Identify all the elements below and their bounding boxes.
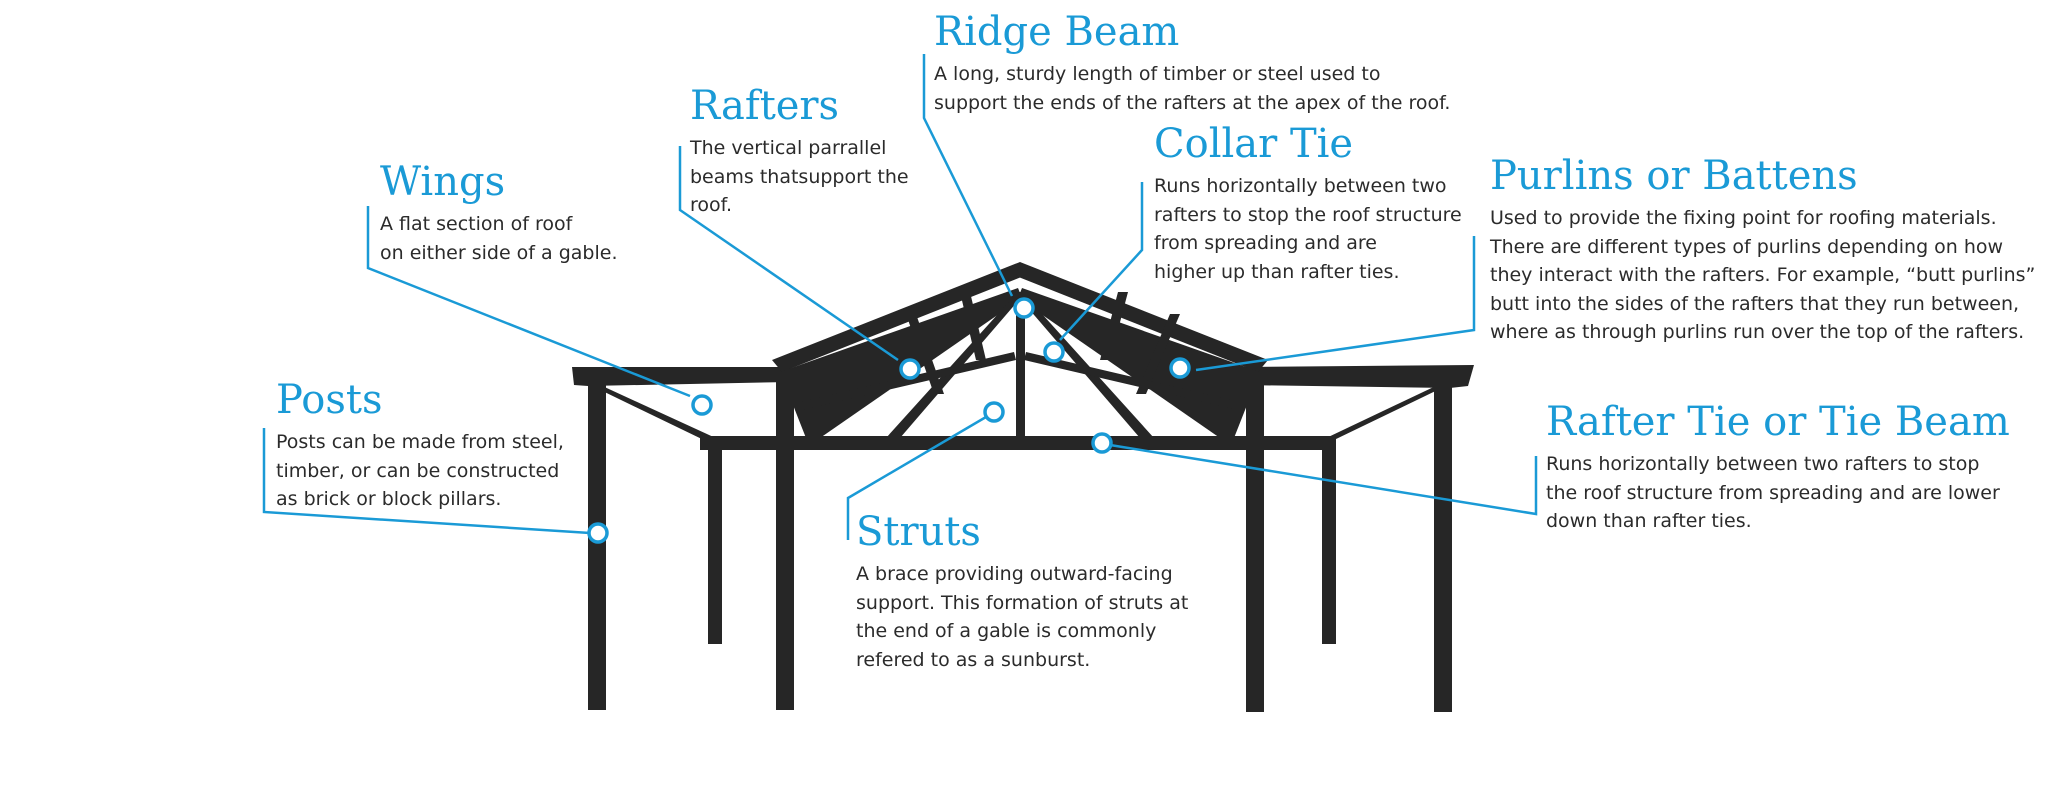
right-wing-roof — [1240, 365, 1474, 388]
posts-label: Posts Posts can be made from steel, timb… — [276, 378, 564, 514]
post-inner-left — [708, 442, 722, 644]
purlins-marker — [1169, 357, 1191, 379]
wings-label: Wings A flat section of roof on either s… — [380, 160, 617, 267]
ridge-beam-desc-line: A long, sturdy length of timber or steel… — [934, 63, 1381, 85]
struts-title: Struts — [856, 509, 981, 555]
struts-desc-line: support. This formation of struts at — [856, 591, 1189, 614]
batten-right — [1024, 352, 1240, 410]
purlins-desc-line: There are different types of purlins dep… — [1490, 235, 2004, 258]
purlins-desc-line: Used to provide the fixing point for roo… — [1490, 207, 1997, 229]
post-front-left — [776, 372, 794, 710]
collar-tie-desc-line: rafters to stop the roof structure — [1154, 203, 1462, 226]
purlin-right-1 — [1100, 292, 1128, 360]
ridge-beam-title: Ridge Beam — [934, 9, 1180, 55]
posts-desc: Posts can be made from steel, timber, or… — [276, 428, 564, 514]
ridge-beam-leader — [922, 54, 1014, 297]
left-wing-brace — [588, 384, 720, 442]
collar-tie-marker — [1043, 341, 1065, 363]
rafters-marker — [899, 358, 921, 380]
gable-roof-right — [1016, 262, 1268, 372]
wings-leader — [366, 206, 691, 398]
rafter-tie-leader — [1109, 443, 1538, 516]
posts-leader — [262, 428, 591, 535]
right-wing-brace — [1322, 384, 1450, 440]
posts-desc-line: as brick or block pillars. — [276, 488, 502, 510]
rafter-tie-desc-line: Runs horizontally between two rafters to… — [1546, 453, 1980, 475]
struts-leader — [846, 415, 987, 540]
rafters-desc-line: beams thatsupport the — [690, 165, 909, 188]
ridge-beam-label: Ridge Beam A long, sturdy length of timb… — [934, 10, 1450, 117]
wings-desc: A flat section of roof on either side of… — [380, 210, 617, 267]
collar-tie-desc-line: from spreading and are — [1154, 232, 1377, 254]
purlins-desc: Used to provide the fixing point for roo… — [1490, 204, 2035, 347]
struts-desc-line: A brace providing outward-facing — [856, 563, 1173, 585]
batten-left — [800, 352, 1016, 410]
collar-tie-leader — [1059, 182, 1144, 341]
posts-title: Posts — [276, 377, 383, 423]
gable-roof-left — [772, 262, 1024, 372]
rafters-title: Rafters — [690, 83, 840, 129]
struts-desc-line: refered to as a sunburst. — [856, 648, 1091, 671]
rafters-desc: The vertical parrallel beams thatsupport… — [690, 134, 909, 220]
wings-marker — [691, 394, 713, 416]
rafter-tie-marker — [1091, 432, 1113, 454]
rafter-tie-desc: Runs horizontally between two rafters to… — [1546, 450, 2010, 536]
king-post — [1016, 292, 1025, 440]
rafters-leader — [678, 146, 899, 362]
post-outer-right — [1434, 384, 1452, 712]
post-inner-right — [1322, 442, 1336, 644]
post-front-right — [1246, 372, 1264, 712]
collar-tie-desc-line: higher up than rafter ties. — [1154, 260, 1400, 283]
purlin-left-2 — [960, 292, 986, 360]
posts-desc-line: Posts can be made from steel, — [276, 431, 564, 453]
collar-tie-desc-line: Runs horizontally between two — [1154, 175, 1447, 197]
tie-beam — [700, 436, 1336, 450]
struts-label: Struts A brace providing outward-facing … — [856, 510, 1188, 674]
rafters-desc-line: The vertical parrallel — [690, 137, 887, 159]
struts-marker — [983, 401, 1005, 423]
purlins-desc-line: they interact with the rafters. For exam… — [1490, 264, 2036, 286]
rafter-tie-desc-line: the roof structure from spreading and ar… — [1546, 481, 2000, 504]
ridge-beam-desc: A long, sturdy length of timber or steel… — [934, 60, 1450, 117]
left-wing-roof — [572, 367, 790, 386]
wings-title: Wings — [380, 159, 506, 205]
wings-desc-line: on either side of a gable. — [380, 241, 618, 264]
struts-desc-line: the end of a gable is commonly — [856, 620, 1157, 642]
wings-desc-line: A flat section of roof — [380, 213, 573, 235]
purlins-desc-line: where as through purlins run over the to… — [1490, 321, 2025, 343]
rafter-tie-title: Rafter Tie or Tie Beam — [1546, 399, 2010, 445]
roof-structure — [572, 262, 1474, 712]
collar-tie-label: Collar Tie Runs horizontally between two… — [1154, 122, 1462, 286]
purlins-desc-line: butt into the sides of the rafters that … — [1490, 292, 2020, 315]
purlins-title: Purlins or Battens — [1490, 153, 1858, 199]
posts-marker — [587, 522, 609, 544]
posts-desc-line: timber, or can be constructed — [276, 459, 560, 482]
rafters-label: Rafters The vertical parrallel beams tha… — [690, 84, 909, 220]
purlin-right-2 — [1136, 314, 1180, 394]
callout-points — [587, 297, 1191, 544]
ridge-beam-desc-line: support the ends of the rafters at the a… — [934, 91, 1451, 114]
struts-desc: A brace providing outward-facing support… — [856, 560, 1188, 674]
rafter-tie-label: Rafter Tie or Tie Beam Runs horizontally… — [1546, 400, 2010, 536]
rafter-tie-desc-line: down than rafter ties. — [1546, 510, 1752, 532]
purlins-leader — [1195, 236, 1476, 372]
purlins-label: Purlins or Battens Used to provide the f… — [1490, 154, 2035, 347]
collar-tie-title: Collar Tie — [1154, 121, 1354, 167]
collar-tie-desc: Runs horizontally between two rafters to… — [1154, 172, 1462, 286]
rafters-desc-line: roof. — [690, 194, 732, 216]
callout-lines — [262, 54, 1538, 540]
post-outer-left — [588, 384, 606, 710]
ridge-beam-marker — [1013, 297, 1035, 319]
